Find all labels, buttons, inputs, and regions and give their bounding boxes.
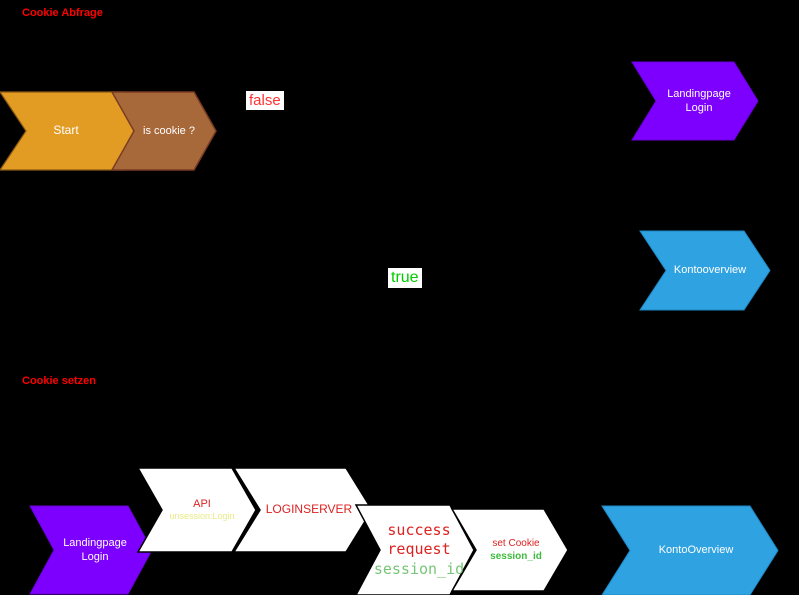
kontooverview-top-outline [639, 230, 771, 311]
landingpage-login-top-outline [631, 61, 759, 141]
loginserver-shape: LOGINSERVER [232, 467, 373, 553]
section-label-cookie-setzen: Cookie setzen [22, 375, 96, 387]
branch-label-true: true [388, 268, 422, 288]
section-label-cookie-abfrage: Cookie Abfrage [22, 7, 103, 19]
landingpage-login-bottom-shape: Landingpage Login [29, 505, 153, 595]
api-shape-outline [136, 467, 257, 553]
set-cookie-shape: set Cookie session_id [450, 508, 569, 592]
success-request-shape-outline [354, 504, 475, 595]
set-cookie-shape-outline [450, 508, 569, 592]
is-cookie-shape: is cookie ? [110, 91, 217, 171]
landingpage-login-top-shape: Landingpage Login [631, 61, 759, 141]
is-cookie-shape-outline [110, 91, 217, 171]
loginserver-shape-outline [232, 467, 373, 553]
landingpage-login-bottom-outline [29, 505, 153, 595]
branch-label-false: false [246, 91, 284, 110]
kontooverview-top-shape: Kontooverview [639, 230, 771, 311]
kontooverview-bottom-shape: KontoOverview [601, 505, 779, 595]
kontooverview-bottom-outline [601, 505, 779, 595]
